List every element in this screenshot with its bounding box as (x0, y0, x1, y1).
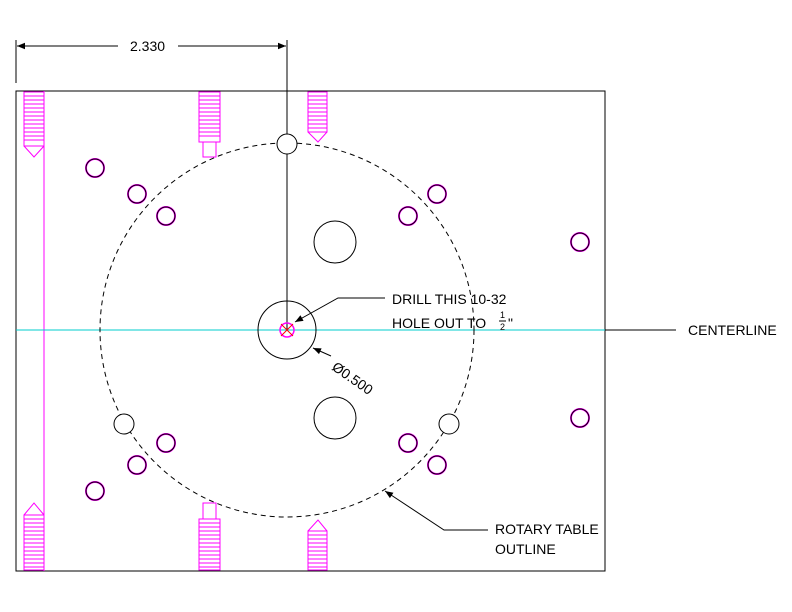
tapped-hole (85, 158, 105, 178)
rotary-table-outline (99, 142, 475, 518)
thread-top-mid (198, 91, 221, 158)
tapped-hole (127, 184, 147, 204)
diameter-leader (312, 347, 332, 357)
fraction-denominator: 2 (500, 322, 505, 332)
center-hole-cross-2 (280, 323, 294, 337)
diameter-label: Ø0.500 (329, 358, 376, 398)
dimension-value: 2.330 (130, 38, 165, 54)
small-hole-lower-right (438, 413, 460, 435)
thread-top-left (23, 91, 45, 158)
tapped-hole (398, 433, 418, 453)
tapped-hole (398, 206, 418, 226)
tapped-hole (156, 433, 176, 453)
tapped-hole (85, 481, 105, 501)
inch-mark: " (508, 315, 513, 331)
centerline-label: CENTERLINE (688, 322, 777, 338)
thread-bottom-mid (198, 502, 221, 571)
thread-bottom-right (307, 519, 328, 571)
large-hole-bottom (313, 396, 357, 440)
large-hole-top (313, 220, 357, 264)
tapped-holes (85, 158, 590, 501)
drill-leader (294, 297, 385, 323)
small-hole-top (276, 133, 298, 155)
center-hole-tap (279, 322, 295, 338)
tapped-hole (570, 408, 590, 428)
tapped-hole (427, 184, 447, 204)
drill-callout-line2: HOLE OUT TO (392, 315, 486, 331)
fraction-numerator: 1 (500, 310, 505, 320)
drill-callout-line1: DRILL THIS 10-32 (392, 291, 507, 307)
center-hole-outer (257, 300, 317, 360)
tapped-hole (127, 455, 147, 475)
tapped-hole (570, 232, 590, 252)
rotary-callout-line2: OUTLINE (495, 541, 556, 557)
plate-outline (15, 90, 606, 572)
tapped-hole (427, 455, 447, 475)
tapped-hole (156, 206, 176, 226)
small-hole-lower-left (113, 413, 135, 435)
thread-bottom-left (23, 502, 45, 571)
rotary-callout-line1: ROTARY TABLE (495, 521, 599, 537)
rotary-leader (384, 490, 488, 531)
thread-top-right (307, 91, 328, 143)
